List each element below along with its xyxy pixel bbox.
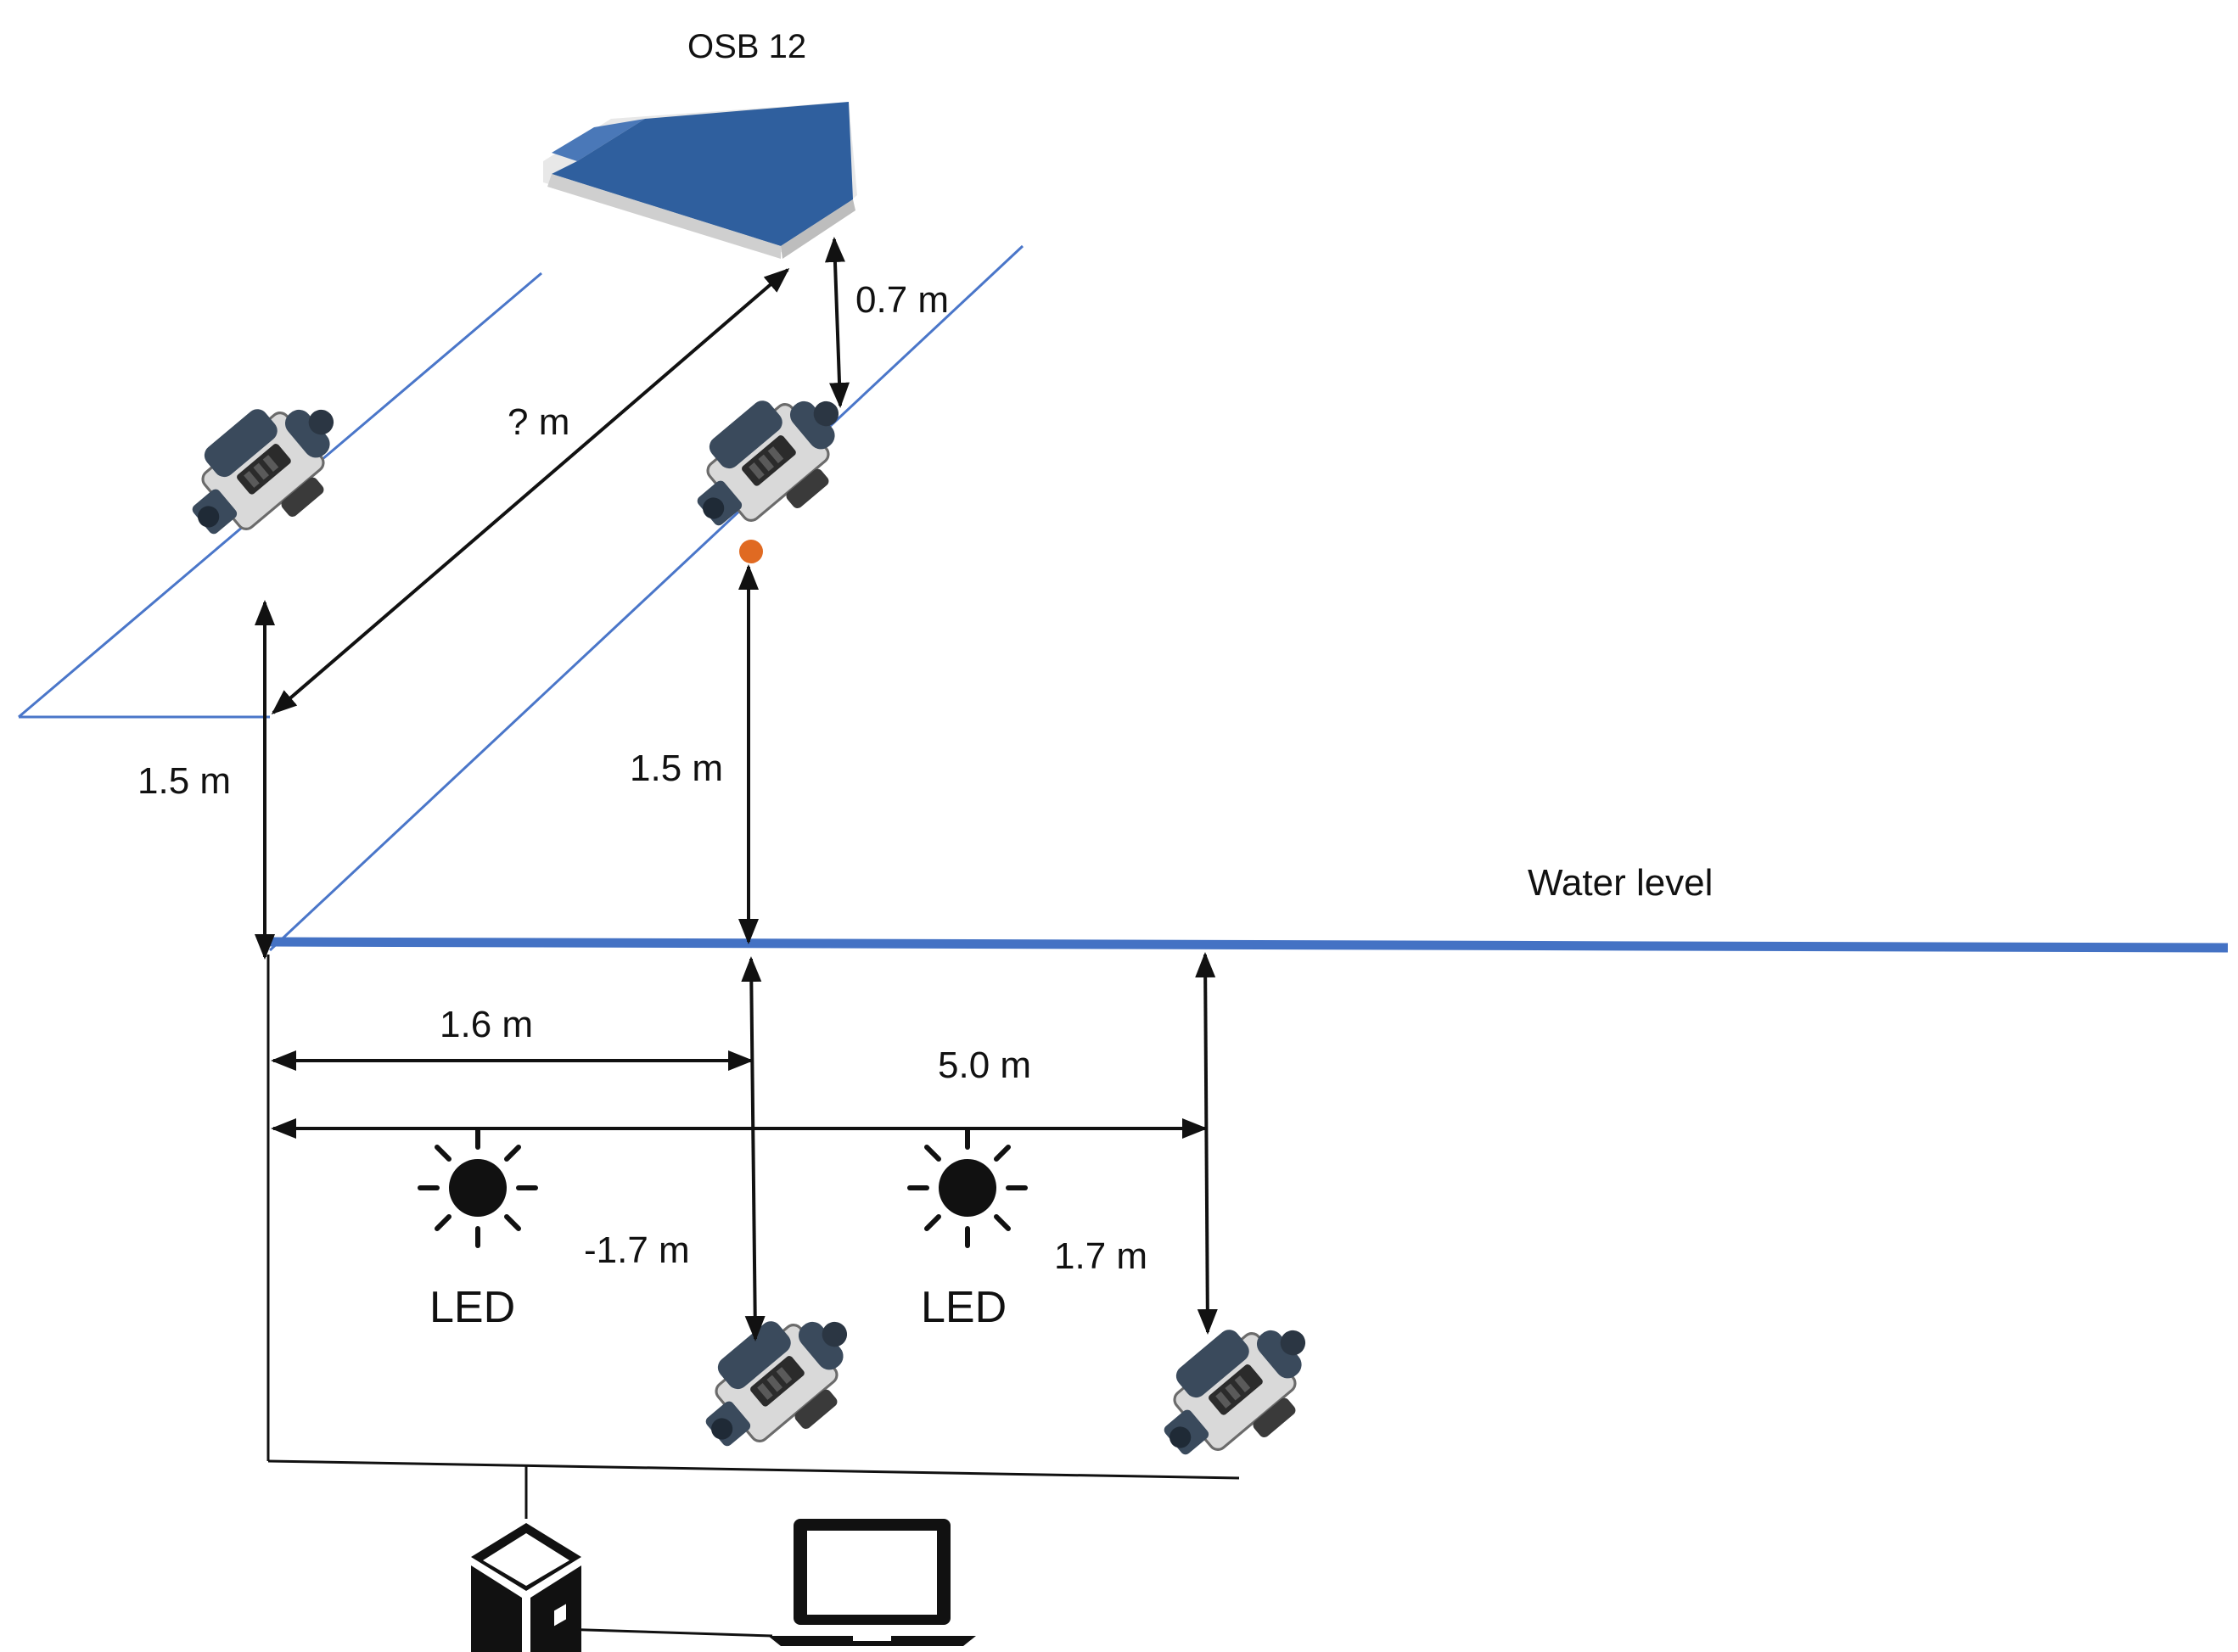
sun-icon <box>418 1128 538 1248</box>
camera-bottom-right <box>1136 1292 1340 1488</box>
osb-clearance-label: 0.7 m <box>855 279 949 321</box>
unknown-distance-label: ? m <box>508 401 569 443</box>
water-level-line <box>269 937 2229 953</box>
left-camera-height-label: 1.5 m <box>137 760 231 802</box>
depth-left-label: -1.7 m <box>584 1229 690 1271</box>
camera-top-left <box>164 372 368 568</box>
depth-right-label: 1.7 m <box>1054 1235 1147 1277</box>
arrow-depth-left <box>741 956 766 1341</box>
osb-ramp-icon <box>543 102 857 259</box>
cable-lines <box>266 955 1240 1638</box>
plane-outline-right <box>268 244 1024 952</box>
laptop-icon <box>768 1519 976 1646</box>
camera-accent <box>739 540 763 563</box>
sun-icon <box>907 1128 1028 1248</box>
right-camera-height-label: 1.5 m <box>630 748 723 789</box>
water-level-label: Water level <box>1528 862 1713 904</box>
arrow-depth-right <box>1195 952 1218 1335</box>
distance-short-label: 1.6 m <box>440 1004 533 1045</box>
distance-long-label: 5.0 m <box>938 1044 1031 1086</box>
arrow-osb-clearance <box>824 237 850 408</box>
led-left-label: LED <box>429 1283 515 1332</box>
arrow-unknown-distance <box>271 268 790 714</box>
led-right-label: LED <box>921 1283 1007 1332</box>
osb-label: OSB 12 <box>687 28 806 65</box>
camera-bottom-left <box>677 1284 882 1480</box>
package-box-icon <box>471 1523 581 1652</box>
